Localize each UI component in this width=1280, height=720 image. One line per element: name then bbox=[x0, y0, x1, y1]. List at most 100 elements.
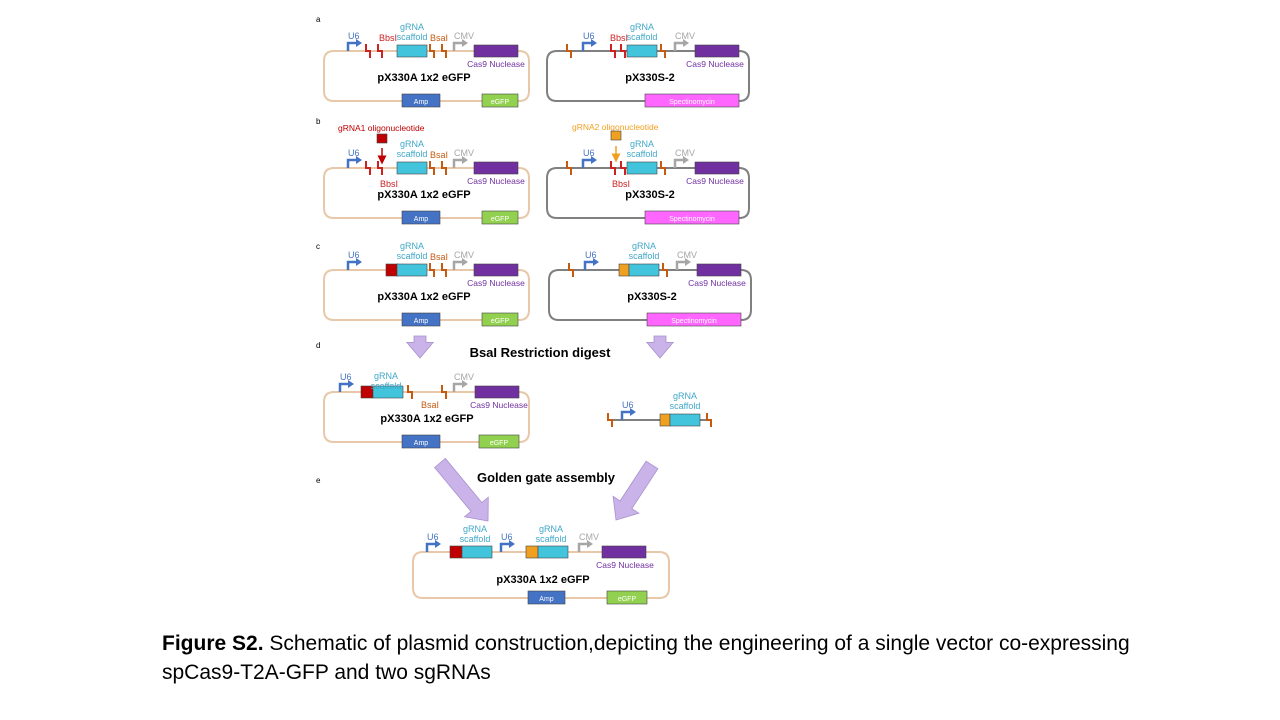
scaffold-label: scaffold bbox=[627, 32, 658, 42]
bbsi-label-s: BbsI bbox=[610, 33, 628, 43]
cas9-label-d: Cas9 Nuclease bbox=[470, 400, 528, 410]
bsai-site-s2 bbox=[660, 44, 666, 58]
scaffold-label: scaffold bbox=[371, 381, 402, 391]
cmv-promoter bbox=[452, 41, 463, 51]
grna-label: gRNA bbox=[400, 241, 424, 251]
final-amp-box bbox=[527, 590, 566, 605]
cmv-label-s: CMV bbox=[675, 31, 695, 41]
cmv-promoter-s-head bbox=[683, 156, 689, 164]
u6-promoter bbox=[346, 260, 357, 270]
amp-box-d bbox=[401, 434, 441, 449]
plasmid-a-backbone bbox=[323, 50, 530, 102]
u6-promoter-head bbox=[356, 39, 362, 47]
panel-letter-c: c bbox=[316, 242, 320, 251]
plasmid-a-name-d: pX330A 1x2 eGFP bbox=[380, 413, 473, 425]
plasmid-s-name: pX330S-2 bbox=[625, 72, 675, 84]
grna-scaffold-box-s bbox=[628, 263, 660, 277]
assembly-arrow-right bbox=[612, 460, 659, 521]
plasmid-s-name: pX330S-2 bbox=[627, 291, 677, 303]
bbsi-site-2 bbox=[377, 44, 383, 58]
egfp-box-d bbox=[478, 434, 520, 449]
cmv-promoter-s bbox=[673, 41, 684, 51]
bsai-site-s2 bbox=[662, 263, 668, 277]
cmv-label-d: CMV bbox=[454, 372, 474, 382]
u6-promoter-s-head bbox=[593, 258, 599, 266]
plasmid-a-backbone bbox=[323, 167, 530, 219]
bsai-site-s1 bbox=[568, 263, 574, 277]
final-u6-promoter-2-head bbox=[509, 540, 515, 548]
cas9-box bbox=[473, 263, 519, 277]
bsai-site-2 bbox=[441, 263, 447, 277]
grna2-oligo-box bbox=[610, 130, 622, 141]
bbsi-site-2 bbox=[377, 161, 383, 175]
final-cmv-label: CMV bbox=[579, 532, 599, 542]
final-plasmid-backbone bbox=[412, 551, 670, 599]
bbsi-label: BbsI bbox=[379, 33, 397, 43]
egfp-box-d-label: eGFP bbox=[490, 440, 509, 447]
fragment-bsai-left bbox=[607, 413, 613, 427]
bbsi-site-1 bbox=[365, 161, 371, 175]
grna2-insert bbox=[618, 263, 630, 277]
final-cmv-promoter bbox=[577, 542, 588, 552]
plasmid-s-name: pX330S-2 bbox=[625, 189, 675, 201]
scaffold-label: scaffold bbox=[460, 534, 491, 544]
fragment-u6-promoter bbox=[620, 410, 631, 420]
u6-promoter-d bbox=[338, 382, 349, 392]
grna-label: gRNA bbox=[630, 22, 654, 32]
u6-promoter-s-head bbox=[591, 39, 597, 47]
grna-label: gRNA bbox=[400, 139, 424, 149]
bsai-site-s2 bbox=[660, 161, 666, 175]
bsai-site-d1 bbox=[407, 385, 413, 399]
egfp-box bbox=[481, 210, 519, 225]
scaffold-label: scaffold bbox=[670, 401, 701, 411]
bsai-site-1 bbox=[429, 161, 435, 175]
cmv-promoter-head bbox=[462, 39, 468, 47]
final-cas9-label: Cas9 Nuclease bbox=[596, 560, 654, 570]
grna-scaffold-box bbox=[396, 263, 428, 277]
cmv-label-s: CMV bbox=[677, 250, 697, 260]
scaffold-label: scaffold bbox=[627, 149, 658, 159]
egfp-box-label: eGFP bbox=[491, 318, 510, 325]
cmv-promoter-d-head bbox=[462, 380, 468, 388]
cas9-box bbox=[473, 161, 519, 175]
cmv-promoter-head bbox=[462, 156, 468, 164]
grna-label: gRNA bbox=[632, 241, 656, 251]
cas9-label: Cas9 Nuclease bbox=[467, 59, 525, 69]
cas9-box bbox=[473, 44, 519, 58]
grna-scaffold-box-s bbox=[626, 161, 658, 175]
grna-label: gRNA bbox=[374, 371, 398, 381]
scaffold-label: scaffold bbox=[536, 534, 567, 544]
grna-scaffold-box-s bbox=[626, 44, 658, 58]
final-scaffold-box-2 bbox=[537, 545, 569, 559]
grna-scaffold-box-d bbox=[372, 385, 404, 399]
u6-promoter-s bbox=[581, 41, 592, 51]
spectinomycin-box-label: Spectinomycin bbox=[669, 99, 715, 106]
bsai-label-d: BsaI bbox=[421, 400, 439, 410]
u6-label-s: U6 bbox=[585, 250, 597, 260]
spectinomycin-box bbox=[644, 210, 740, 225]
u6-label-s: U6 bbox=[583, 31, 595, 41]
bsai-label: BsaI bbox=[430, 252, 448, 262]
cas9-label: Cas9 Nuclease bbox=[467, 176, 525, 186]
bsai-site-s1 bbox=[566, 161, 572, 175]
u6-label: U6 bbox=[348, 148, 360, 158]
scaffold-label: scaffold bbox=[397, 251, 428, 261]
spectinomycin-box-label: Spectinomycin bbox=[669, 216, 715, 223]
panel-letter-b: b bbox=[316, 117, 321, 126]
plasmid-a-name: pX330A 1x2 eGFP bbox=[377, 72, 470, 84]
fragment-u6-label: U6 bbox=[622, 400, 634, 410]
bsai-site-d2 bbox=[441, 385, 447, 399]
panel-letter-a: a bbox=[316, 15, 321, 24]
final-u6-promoter-1-head bbox=[435, 540, 441, 548]
grna-scaffold-box bbox=[396, 44, 428, 58]
grna-scaffold-box bbox=[396, 161, 428, 175]
u6-label: U6 bbox=[348, 250, 360, 260]
egfp-box bbox=[481, 312, 519, 327]
bbsi-label: BbsI bbox=[380, 179, 398, 189]
fragment-grna2-insert bbox=[659, 413, 671, 427]
egfp-box bbox=[481, 93, 519, 108]
final-egfp-box bbox=[606, 590, 648, 605]
cas9-box-d bbox=[474, 385, 520, 399]
cmv-promoter-head bbox=[462, 258, 468, 266]
u6-promoter-head bbox=[356, 258, 362, 266]
